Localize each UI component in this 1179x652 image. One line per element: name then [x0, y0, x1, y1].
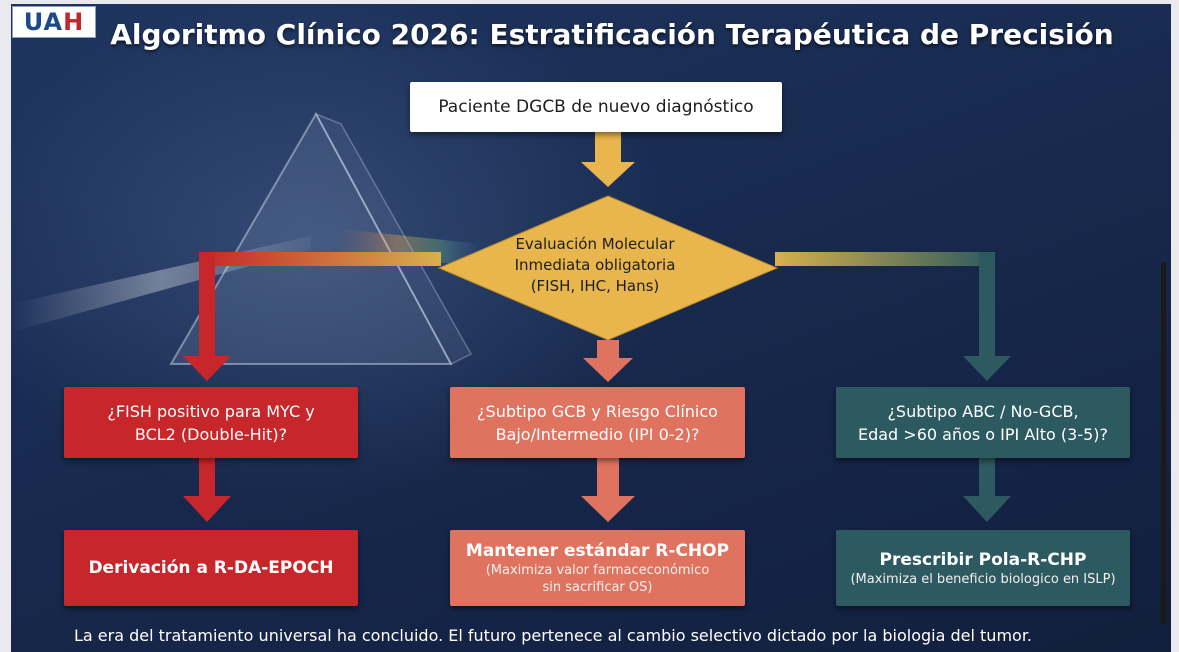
- connector-start-decision: [595, 132, 621, 164]
- question-node-double-hit: ¿FISH positivo para MYC y BCL2 (Double-H…: [64, 387, 358, 458]
- connector-q1-r1: [199, 458, 215, 498]
- decision-line-3: (FISH, IHC, Hans): [530, 276, 660, 295]
- connector-right-vertical: [979, 252, 995, 357]
- connector-left-vertical: [199, 252, 215, 357]
- result-2-sub-line-2: sin sacrificar OS): [542, 580, 653, 595]
- question-3-line-2: Edad >60 años o IPI Alto (3-5)?: [857, 424, 1108, 444]
- logo-text-a: UA: [23, 8, 64, 36]
- question-3-line-1: ¿Subtipo ABC / No-GCB,: [887, 401, 1079, 421]
- result-node-r-da-epoch: Derivación a R-DA-EPOCH: [64, 530, 358, 606]
- question-2-line-2: Bajo/Intermedio (IPI 0-2)?: [495, 424, 700, 444]
- connector-right-horizontal: [775, 252, 995, 266]
- start-node-label: Paciente DGCB de nuevo diagnóstico: [438, 97, 754, 117]
- result-node-pola-r-chp: Prescribir Pola-R-CHP (Maximiza el benef…: [836, 530, 1130, 606]
- decision-node-text: Evaluación Molecular Inmediata obligator…: [470, 228, 720, 302]
- arrow-q2-r2: [581, 496, 635, 522]
- arrow-q1-r1: [183, 496, 231, 522]
- question-2-line-1: ¿Subtipo GCB y Riesgo Clínico: [477, 401, 718, 421]
- result-2-sub-line-1: (Maximiza valor farmaceconómico: [485, 563, 710, 578]
- arrow-q3-r3: [963, 496, 1011, 522]
- page-title: Algoritmo Clínico 2026: Estratificación …: [110, 18, 1114, 51]
- decision-line-2: Inmediata obligatoria: [514, 255, 676, 274]
- scrollbar[interactable]: [1161, 262, 1166, 624]
- question-1-line-1: ¿FISH positivo para MYC y: [107, 401, 315, 421]
- connector-left-horizontal: [199, 252, 441, 266]
- connector-q3-r3: [979, 458, 995, 498]
- flow-connectors: [11, 111, 1011, 522]
- question-node-abc: ¿Subtipo ABC / No-GCB, Edad >60 años o I…: [836, 387, 1130, 458]
- question-1-line-2: BCL2 (Double-Hit)?: [134, 424, 288, 444]
- connector-q2-r2: [597, 458, 619, 498]
- result-2-main: Mantener estándar R-CHOP: [465, 541, 730, 561]
- logo-text-b: H: [63, 8, 85, 36]
- question-node-gcb: ¿Subtipo GCB y Riesgo Clínico Bajo/Inter…: [450, 387, 745, 458]
- arrow-left-branch: [183, 356, 231, 381]
- start-node: Paciente DGCB de nuevo diagnóstico: [410, 82, 782, 132]
- arrow-right-branch: [963, 356, 1011, 381]
- result-node-r-chop: Mantener estándar R-CHOP (Maximiza valor…: [450, 530, 745, 606]
- prism-decoration: [11, 111, 481, 365]
- result-1-main: Derivación a R-DA-EPOCH: [88, 558, 334, 578]
- result-3-sub-line-1: (Maximiza el beneficio biologico en ISLP…: [850, 571, 1116, 587]
- arrow-start-decision: [581, 162, 635, 187]
- decision-line-1: Evaluación Molecular: [515, 234, 675, 253]
- footer-caption: La era del tratamiento universal ha conc…: [74, 626, 1033, 645]
- connector-center: [597, 340, 619, 360]
- result-3-main: Prescribir Pola-R-CHP: [879, 549, 1087, 570]
- arrow-center-branch: [583, 358, 633, 382]
